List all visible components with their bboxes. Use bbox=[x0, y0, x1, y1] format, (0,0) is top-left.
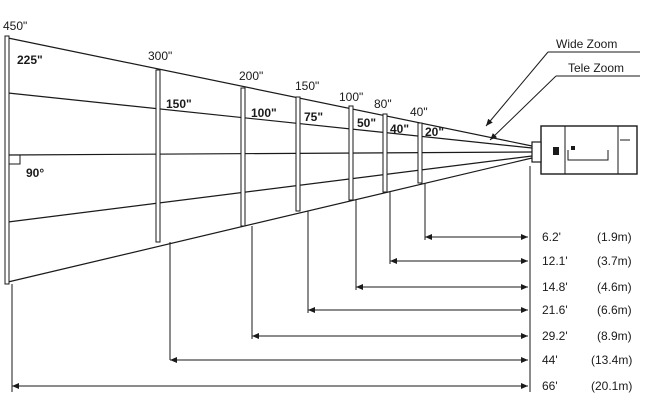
beam-wide-bottom bbox=[7, 157, 533, 283]
distance-feet: 6.2' bbox=[542, 230, 561, 244]
screen-label-wide: 200" bbox=[239, 69, 263, 83]
screen-label-tele: 20" bbox=[425, 125, 444, 139]
distance-meters: (13.4m) bbox=[591, 353, 632, 367]
screen-label-tele: 150" bbox=[166, 97, 192, 111]
beam-lines bbox=[7, 37, 533, 283]
distance-labels: 6.2' (1.9m) 12.1' (3.7m) 14.8' (4.6m) 21… bbox=[542, 230, 632, 393]
screen-wide-labels: 450" 300" 200" 150" 100" 80" 40" bbox=[3, 19, 428, 119]
distance-meters: (6.6m) bbox=[597, 303, 632, 317]
screen-label-tele: 225" bbox=[17, 53, 43, 67]
screen-label-wide: 80" bbox=[374, 97, 392, 111]
wide-zoom-pointer bbox=[485, 51, 549, 127]
screen-label-wide: 450" bbox=[3, 19, 27, 33]
screen-300 bbox=[155, 69, 161, 243]
distance-meters: (20.1m) bbox=[591, 379, 632, 393]
screens bbox=[4, 35, 423, 285]
screen-label-tele: 40" bbox=[390, 122, 409, 136]
distance-feet: 14.8' bbox=[542, 280, 568, 294]
screen-label-wide: 300" bbox=[148, 49, 172, 63]
screen-200 bbox=[240, 87, 246, 227]
distance-meters: (4.6m) bbox=[597, 280, 632, 294]
screen-label-wide: 40" bbox=[410, 105, 428, 119]
tele-zoom-label: Tele Zoom bbox=[568, 61, 624, 75]
tele-zoom-pointer bbox=[489, 75, 557, 141]
distance-arrows bbox=[12, 234, 528, 389]
beam-wide-top bbox=[7, 37, 533, 147]
drop-lines bbox=[11, 166, 531, 392]
distance-feet: 12.1' bbox=[542, 254, 568, 268]
projector-icon bbox=[531, 125, 638, 175]
screen-label-wide: 100" bbox=[339, 90, 363, 104]
distance-meters: (8.9m) bbox=[597, 329, 632, 343]
distance-feet: 21.6' bbox=[542, 303, 568, 317]
angle-label: 90° bbox=[26, 166, 44, 180]
screen-tele-labels: 225" 150" 100" 75" 50" 40" 20" bbox=[17, 53, 444, 139]
beam-center bbox=[7, 151, 533, 156]
screen-150 bbox=[295, 96, 301, 212]
right-angle-icon bbox=[9, 154, 21, 165]
screen-100 bbox=[348, 105, 354, 201]
screen-label-tele: 50" bbox=[357, 116, 376, 130]
distance-meters: (3.7m) bbox=[597, 254, 632, 268]
screen-80 bbox=[382, 113, 388, 193]
screen-label-wide: 150" bbox=[295, 79, 319, 93]
screen-label-tele: 100" bbox=[251, 106, 277, 120]
screen-450 bbox=[4, 35, 10, 285]
wide-zoom-label: Wide Zoom bbox=[556, 37, 617, 51]
distance-feet: 66' bbox=[542, 379, 558, 393]
screen-label-tele: 75" bbox=[304, 110, 323, 124]
distance-feet: 44' bbox=[542, 353, 558, 367]
screen-40 bbox=[417, 122, 423, 184]
beam-tele-bottom bbox=[7, 155, 533, 223]
legend-pointers bbox=[485, 51, 640, 141]
distance-feet: 29.2' bbox=[542, 329, 568, 343]
distance-meters: (1.9m) bbox=[597, 230, 632, 244]
beam-tele-top bbox=[7, 92, 533, 149]
